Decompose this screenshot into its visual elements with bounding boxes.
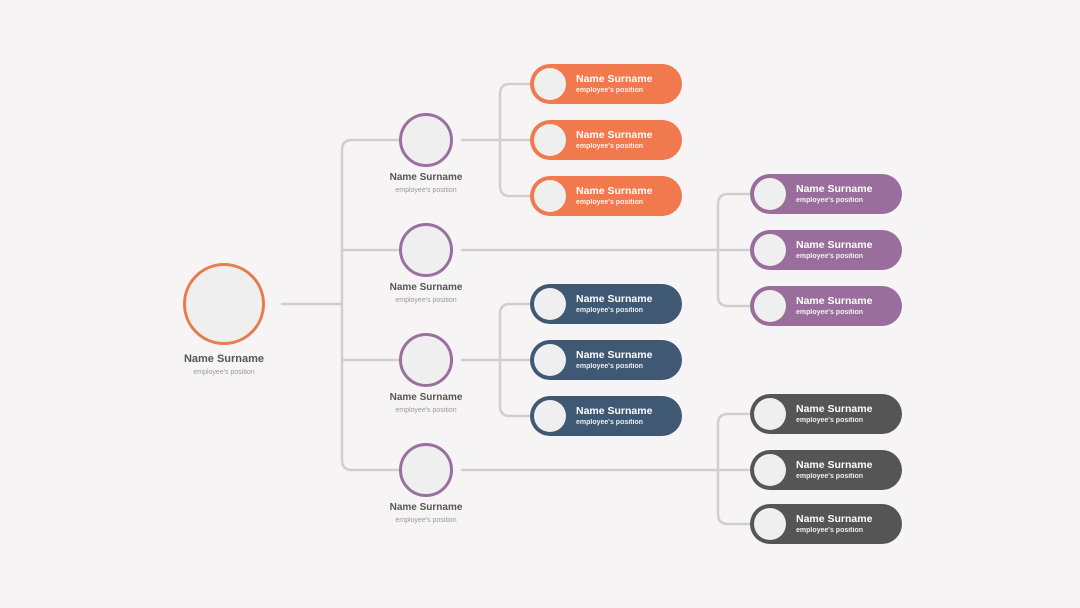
avatar xyxy=(534,288,566,320)
manager-position: employee's position xyxy=(395,407,457,414)
employee-card[interactable]: Name Surname employee's position xyxy=(750,286,902,326)
avatar xyxy=(754,398,786,430)
avatar xyxy=(754,508,786,540)
employee-position: employee's position xyxy=(576,307,644,314)
employee-name: Name Surname xyxy=(796,239,873,251)
employee-name: Name Surname xyxy=(796,183,873,195)
employee-card[interactable]: Name Surname employee's position xyxy=(530,284,682,324)
avatar xyxy=(534,344,566,376)
employee-position: employee's position xyxy=(796,527,864,534)
avatar xyxy=(399,113,453,167)
manager-node-4[interactable]: Name Surname employee's position xyxy=(376,443,476,524)
employee-position: employee's position xyxy=(576,87,644,94)
manager-node-1[interactable]: Name Surname employee's position xyxy=(376,113,476,194)
avatar xyxy=(399,223,453,277)
employee-position: employee's position xyxy=(796,197,864,204)
avatar xyxy=(754,234,786,266)
manager-name: Name Surname xyxy=(389,172,463,183)
employee-position: employee's position xyxy=(576,199,644,206)
employee-name: Name Surname xyxy=(576,185,653,197)
employee-position: employee's position xyxy=(576,419,644,426)
employee-name: Name Surname xyxy=(576,73,653,85)
manager-node-3[interactable]: Name Surname employee's position xyxy=(376,333,476,414)
employee-position: employee's position xyxy=(796,417,864,424)
employee-name: Name Surname xyxy=(576,405,653,417)
root-node[interactable]: Name Surname employee's position xyxy=(164,263,284,376)
employee-name: Name Surname xyxy=(576,293,653,305)
employee-name: Name Surname xyxy=(796,513,873,525)
manager-name: Name Surname xyxy=(389,282,463,293)
employee-position: employee's position xyxy=(796,473,864,480)
avatar xyxy=(183,263,265,345)
avatar xyxy=(399,443,453,497)
employee-card[interactable]: Name Surname employee's position xyxy=(530,396,682,436)
employee-card[interactable]: Name Surname employee's position xyxy=(750,394,902,434)
employee-card[interactable]: Name Surname employee's position xyxy=(750,504,902,544)
manager-node-2[interactable]: Name Surname employee's position xyxy=(376,223,476,304)
manager-position: employee's position xyxy=(395,297,457,304)
manager-name: Name Surname xyxy=(389,392,463,403)
employee-name: Name Surname xyxy=(796,295,873,307)
avatar xyxy=(534,68,566,100)
manager-name: Name Surname xyxy=(389,502,463,513)
employee-name: Name Surname xyxy=(576,129,653,141)
root-position: employee's position xyxy=(193,369,255,376)
employee-position: employee's position xyxy=(576,363,644,370)
employee-position: employee's position xyxy=(796,253,864,260)
employee-card[interactable]: Name Surname employee's position xyxy=(530,340,682,380)
employee-position: employee's position xyxy=(796,309,864,316)
root-name: Name Surname xyxy=(183,353,265,365)
avatar xyxy=(754,290,786,322)
avatar xyxy=(534,124,566,156)
manager-position: employee's position xyxy=(395,187,457,194)
employee-card[interactable]: Name Surname employee's position xyxy=(530,176,682,216)
employee-position: employee's position xyxy=(576,143,644,150)
avatar xyxy=(754,178,786,210)
employee-card[interactable]: Name Surname employee's position xyxy=(750,230,902,270)
avatar xyxy=(754,454,786,486)
employee-name: Name Surname xyxy=(796,403,873,415)
avatar xyxy=(534,180,566,212)
connector-trunk xyxy=(340,138,402,472)
avatar xyxy=(399,333,453,387)
employee-card[interactable]: Name Surname employee's position xyxy=(750,450,902,490)
employee-card[interactable]: Name Surname employee's position xyxy=(530,120,682,160)
employee-name: Name Surname xyxy=(576,349,653,361)
manager-position: employee's position xyxy=(395,517,457,524)
employee-card[interactable]: Name Surname employee's position xyxy=(750,174,902,214)
employee-name: Name Surname xyxy=(796,459,873,471)
avatar xyxy=(534,400,566,432)
employee-card[interactable]: Name Surname employee's position xyxy=(530,64,682,104)
